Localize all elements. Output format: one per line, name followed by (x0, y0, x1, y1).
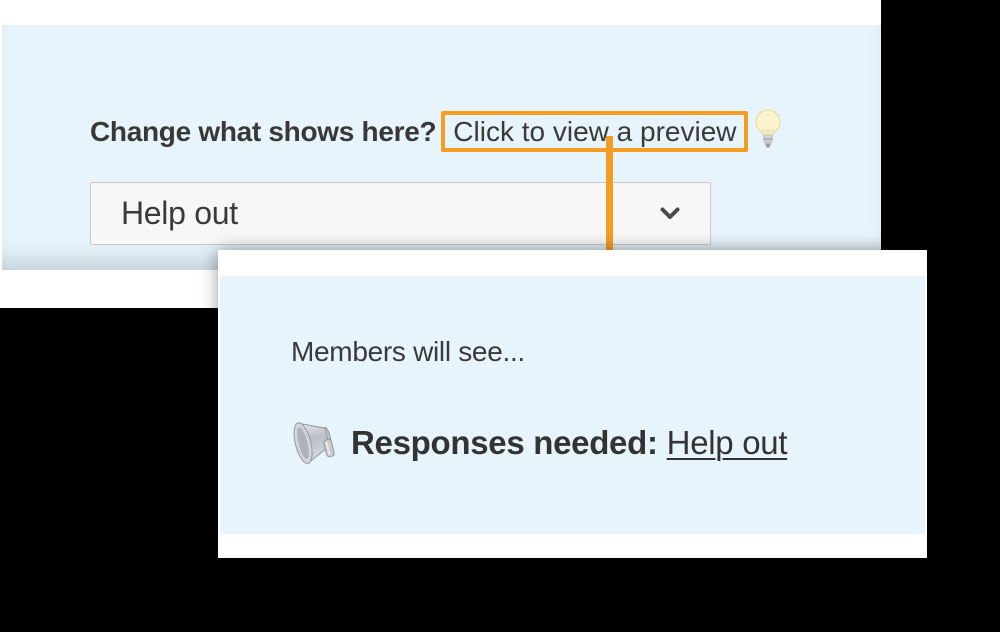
chevron-down-icon (660, 207, 680, 220)
lightbulb-icon (755, 109, 782, 158)
members-intro-text: Members will see... (291, 336, 525, 367)
feed-content-dropdown[interactable]: Help out (90, 182, 711, 245)
heading-question-text: Change what shows here? (90, 115, 437, 147)
settings-page-snippet: Change what shows here? Click to view a … (0, 0, 881, 308)
dropdown-selected-value: Help out (121, 195, 238, 231)
settings-info-panel: Change what shows here? Click to view a … (2, 25, 881, 270)
help-out-link[interactable]: Help out (666, 424, 788, 461)
panel-heading: Change what shows here? Click to view a … (90, 107, 782, 158)
annotation-arrow-stem (606, 136, 613, 300)
preview-link[interactable]: Click to view a preview (441, 111, 749, 152)
announcement-prefix-text: Responses needed: (351, 424, 658, 461)
preview-card: Members will see... (218, 250, 927, 558)
megaphone-icon (288, 411, 348, 476)
announcement-row: Responses needed: Help out (293, 416, 788, 470)
preview-panel (220, 276, 925, 534)
